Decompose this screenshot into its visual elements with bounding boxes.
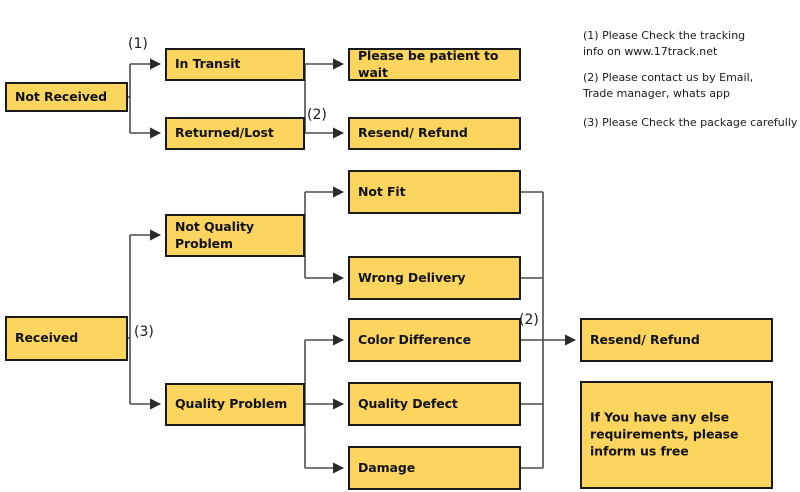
node-color-difference-label: Color Difference xyxy=(358,331,471,347)
note-3: (3) Please Check the package carefully xyxy=(583,116,798,129)
note-1: (1) Please Check the tracking info on ww… xyxy=(583,29,746,58)
node-in-transit-label: In Transit xyxy=(175,56,241,72)
node-resend-refund-bottom-label: Resend/ Refund xyxy=(590,331,700,347)
node-damage[interactable]: Damage xyxy=(348,446,521,490)
edge-label-2-bottom: (2) xyxy=(519,312,539,328)
edge-label-1-text: (1) xyxy=(128,36,148,52)
edge-label-3-text: (3) xyxy=(134,324,154,340)
node-else-requirements-label: If You have any else requirements, pleas… xyxy=(590,409,739,459)
node-resend-refund-top-label: Resend/ Refund xyxy=(358,125,468,141)
node-color-difference[interactable]: Color Difference xyxy=(348,318,521,362)
node-returned-lost-label: Returned/Lost xyxy=(175,125,274,141)
node-resend-refund-bottom[interactable]: Resend/ Refund xyxy=(580,318,773,362)
node-not-fit[interactable]: Not Fit xyxy=(348,170,521,214)
node-else-requirements[interactable]: If You have any else requirements, pleas… xyxy=(580,381,773,489)
node-returned-lost[interactable]: Returned/Lost xyxy=(165,117,305,150)
node-please-be-patient-to-wait-label: Please be patient to wait xyxy=(358,47,499,80)
node-in-transit[interactable]: In Transit xyxy=(165,48,305,81)
node-wrong-delivery[interactable]: Wrong Delivery xyxy=(348,256,521,300)
node-received-label: Received xyxy=(15,330,79,346)
node-quality-problem[interactable]: Quality Problem xyxy=(165,383,305,426)
edge-label-2-top: (2) xyxy=(307,107,327,123)
node-damage-label: Damage xyxy=(358,459,416,475)
node-not-received-label: Not Received xyxy=(15,88,108,104)
node-not-received[interactable]: Not Received xyxy=(5,82,128,112)
node-quality-defect-label: Quality Defect xyxy=(358,395,458,411)
node-not-quality-problem[interactable]: Not Quality Problem xyxy=(165,214,305,257)
edge-label-1: (1) xyxy=(128,36,148,52)
node-not-fit-label: Not Fit xyxy=(358,183,406,199)
node-wrong-delivery-label: Wrong Delivery xyxy=(358,269,466,285)
node-quality-problem-label: Quality Problem xyxy=(175,396,288,412)
node-received[interactable]: Received xyxy=(5,316,128,361)
node-not-quality-problem-label: Not Quality Problem xyxy=(175,218,254,251)
note-2: (2) Please contact us by Email, Trade ma… xyxy=(583,71,754,100)
node-please-be-patient-to-wait[interactable]: Please be patient to wait xyxy=(348,48,521,81)
node-quality-defect[interactable]: Quality Defect xyxy=(348,382,521,426)
node-resend-refund-top[interactable]: Resend/ Refund xyxy=(348,117,521,150)
edge-label-2-bottom-text: (2) xyxy=(519,312,539,328)
edge-label-3: (3) xyxy=(134,324,154,340)
edge-label-2-top-text: (2) xyxy=(307,107,327,123)
